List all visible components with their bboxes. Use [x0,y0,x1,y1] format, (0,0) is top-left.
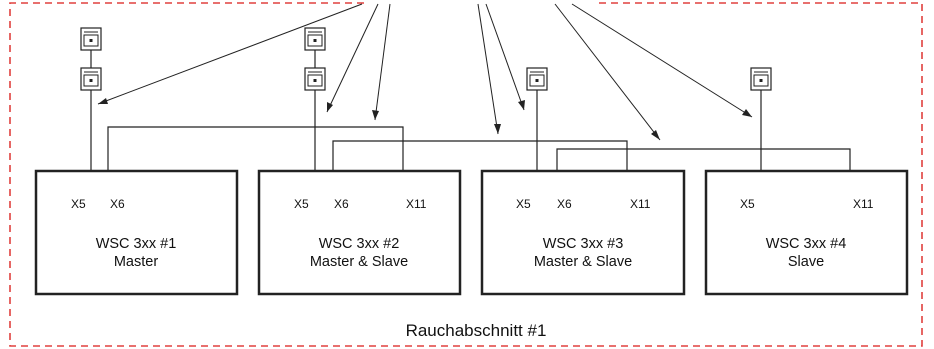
smoke-detector-icon [304,67,326,91]
port-label: X6 [334,197,349,211]
controller-4: X5 X11 WSC 3xx #4 Slave [704,169,909,296]
smoke-detector-icon [80,27,102,51]
port-label: X6 [557,197,572,211]
port-label: X5 [516,197,531,211]
port-label: X5 [294,197,309,211]
smoke-detector-icon [526,67,548,91]
signal-wires [107,126,851,171]
controller-2: X5 X6 X11 WSC 3xx #2 Master & Slave [257,169,462,296]
controller-name: WSC 3xx #4 [766,236,847,252]
controller-role: Slave [788,254,824,270]
zone-label: Rauchabschnitt #1 [406,321,547,340]
controller-role: Master & Slave [310,254,408,270]
detector-lines [90,50,762,171]
port-label: X11 [406,197,427,211]
controller-name: WSC 3xx #3 [543,236,624,252]
port-label: X5 [740,197,755,211]
controller-1: X5 X6 WSC 3xx #1 Master [34,169,239,296]
controller-name: WSC 3xx #2 [319,236,400,252]
controller-3: X5 X6 X11 WSC 3xx #3 Master & Slave [480,169,686,296]
smoke-detector-icon [304,27,326,51]
port-label: X6 [110,197,125,211]
controller-role: Master [114,254,158,270]
port-label: X5 [71,197,86,211]
controller-name: WSC 3xx #1 [96,236,177,252]
smoke-compartment-border [9,2,923,347]
annotation-arrows [97,3,753,141]
controller-role: Master & Slave [534,254,632,270]
port-label: X11 [630,197,651,211]
smoke-detector-icon [80,67,102,91]
port-label: X11 [853,197,874,211]
smoke-detector-icon [750,67,772,91]
